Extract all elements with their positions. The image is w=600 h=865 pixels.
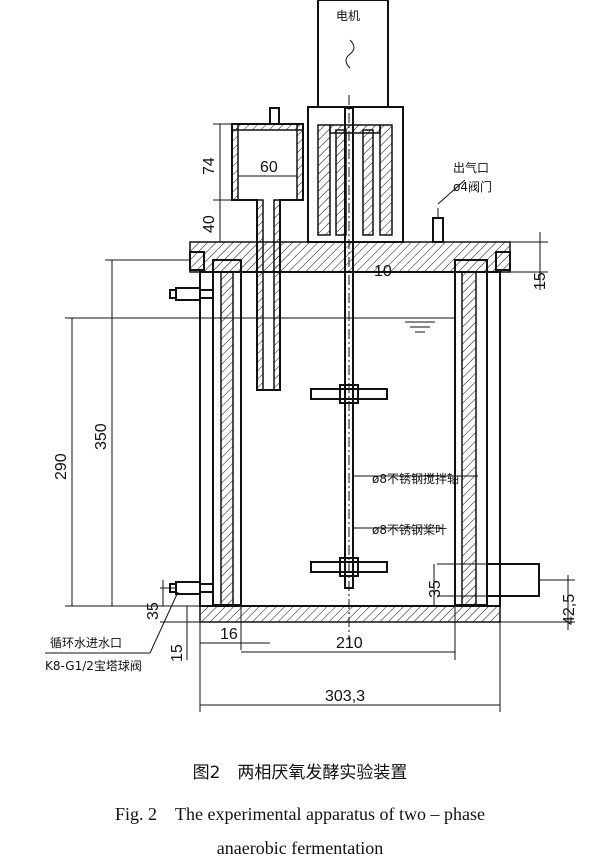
impeller-lower: [310, 557, 388, 577]
gas-outlet-valve-label: ø4阀门: [453, 179, 492, 194]
figure-caption-en-line2: anaerobic fermentation: [216, 838, 384, 858]
valve-upper-left: [169, 287, 214, 301]
feed-port: [231, 107, 304, 391]
impeller-label: ø8不锈钢桨叶: [372, 523, 447, 537]
dim-350-text: 350: [93, 423, 110, 450]
dim-74: [213, 123, 232, 201]
dim-60-text: 60: [260, 159, 278, 176]
apparatus-drawing: 电机: [45, 0, 578, 712]
dim-74-text: 74: [201, 157, 218, 175]
level-symbol: [405, 321, 435, 333]
dim-40: [213, 200, 232, 243]
gas-outlet-label: 出气口: [453, 160, 489, 175]
gas-outlet-valve: [432, 179, 466, 243]
dim-35-left-text: 35: [145, 602, 162, 620]
motor-label: 电机: [336, 9, 360, 23]
dim-210: [241, 605, 456, 660]
dim-303-text: 303,3: [325, 688, 365, 705]
dim-40-text: 40: [201, 215, 218, 233]
dim-16-text: 16: [220, 626, 238, 643]
dim-35-right-text: 35: [427, 580, 444, 598]
impeller-upper: [310, 384, 388, 404]
inlet-label: 循环水进水口: [50, 636, 122, 650]
vessel-body: [199, 259, 501, 623]
dim-350: [105, 259, 190, 606]
bolt-left: [189, 251, 205, 271]
dim-15-right-text: 15: [532, 272, 549, 290]
dim-15-right: [510, 232, 548, 290]
dim-303: [199, 622, 501, 712]
dim-290-text: 290: [53, 453, 70, 480]
agitator-shaft: [344, 107, 354, 589]
dim-42-text: 42,5: [561, 594, 578, 625]
bolt-right: [495, 251, 511, 271]
figure-caption-cn: 图2 两相厌氧发酵实验装置: [192, 763, 408, 783]
dim-42: [500, 575, 575, 630]
figure-caption-en-line1: Fig. 2 The experimental apparatus of two…: [115, 804, 485, 824]
inlet-valve-label: K8-G1/2宝塔球阀: [45, 659, 142, 673]
dim-10-text: 10: [374, 263, 392, 280]
dim-15-left-text: 15: [169, 644, 186, 662]
dim-210-text: 210: [336, 635, 363, 652]
inlet-valve: [169, 581, 214, 595]
lid-flange: [189, 241, 511, 273]
coupling-housing: [307, 106, 404, 243]
dim-35-left: [160, 580, 176, 606]
shaft-label: ø8不锈钢搅拌轴: [372, 471, 459, 486]
dim-15-left: [160, 606, 200, 660]
dim-290: [65, 317, 241, 607]
water-outlet-pipe: [486, 563, 540, 597]
